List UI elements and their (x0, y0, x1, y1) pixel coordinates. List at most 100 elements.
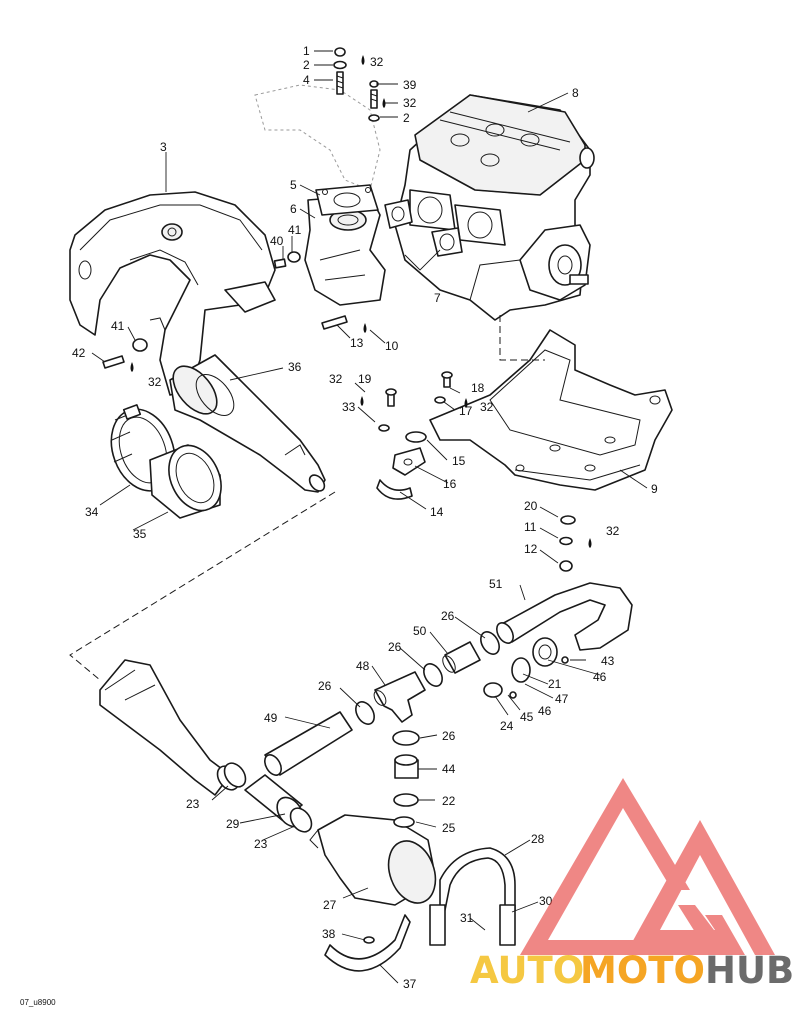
callout-8: 8 (572, 86, 579, 100)
callout-11: 11 (524, 520, 537, 534)
clamp-23b (289, 807, 313, 833)
callout-9: 9 (651, 482, 658, 496)
callout-41a: 41 (288, 223, 302, 237)
callout-40: 40 (270, 234, 284, 248)
connector-line-pipe-lower (69, 491, 336, 681)
drop-icon (464, 398, 468, 408)
callout-36: 36 (288, 360, 302, 374)
callout-42: 42 (72, 346, 86, 360)
callout-1: 1 (303, 44, 310, 58)
connector-line-engine-bracket (499, 315, 545, 361)
hardware-manifold (102, 251, 348, 369)
support-bracket (429, 329, 673, 491)
callout-26c: 26 (318, 679, 332, 693)
automotohub-watermark: AUTO MOTO HUB (470, 778, 794, 992)
callout-34: 34 (85, 505, 99, 519)
callout-32c: 32 (148, 375, 162, 389)
callout-46a: 46 (593, 670, 607, 684)
callout-31: 31 (460, 911, 474, 925)
callout-5: 5 (290, 178, 297, 192)
callout-14: 14 (430, 505, 444, 519)
watermark-logo-triangle (520, 778, 775, 955)
callout-38: 38 (322, 927, 336, 941)
callout-28: 28 (531, 832, 545, 846)
callout-20: 20 (524, 499, 538, 513)
callout-2a: 2 (303, 58, 310, 72)
exhaust-manifold (304, 184, 386, 306)
watermark-auto: AUTO (470, 949, 584, 992)
drawing-code: 07_u8900 (20, 998, 56, 1007)
muffler-27 (309, 814, 437, 906)
callout-37: 37 (403, 977, 417, 991)
callout-26a: 26 (441, 609, 455, 623)
callout-16: 16 (443, 477, 457, 491)
callout-12: 12 (524, 542, 538, 556)
clamp-23a (223, 762, 247, 788)
y-connector-48 (373, 671, 426, 723)
strap-37 (324, 914, 411, 972)
clamp-26d-and-hose-44 (392, 730, 420, 807)
callout-29: 29 (226, 817, 240, 831)
callout-47: 47 (555, 692, 569, 706)
callout-22: 22 (442, 794, 456, 808)
callout-30: 30 (539, 894, 553, 908)
callout-44: 44 (442, 762, 456, 776)
callout-49: 49 (264, 711, 278, 725)
lower-pipe-cone (99, 659, 240, 796)
callout-18: 18 (471, 381, 485, 395)
clamp-26a (480, 631, 500, 655)
callout-6: 6 (290, 202, 297, 216)
callout-15: 15 (452, 454, 466, 468)
exhaust-gasket-pair (384, 199, 463, 257)
callout-26d: 26 (442, 729, 456, 743)
callout-32a: 32 (370, 55, 384, 69)
engine-assembly (394, 94, 595, 321)
callout-4: 4 (303, 73, 310, 87)
drop-icon (361, 55, 365, 65)
watermark-moto: MOTO (580, 949, 705, 992)
callout-labels: 1 2 4 32 39 32 2 8 3 5 6 40 41 7 41 13 1… (72, 44, 658, 991)
watermark-hub: HUB (705, 949, 794, 992)
hose-49 (264, 711, 353, 776)
callout-46b: 46 (538, 704, 552, 718)
drop-icon (588, 538, 592, 548)
callout-10: 10 (385, 339, 399, 353)
clamp-26b (423, 663, 443, 687)
callout-32d: 32 (329, 372, 343, 386)
callout-35: 35 (133, 527, 147, 541)
callout-27: 27 (323, 898, 337, 912)
callout-33: 33 (342, 400, 356, 414)
callout-41b: 41 (111, 319, 125, 333)
callout-32f: 32 (606, 524, 620, 538)
callout-39: 39 (403, 78, 417, 92)
callout-13: 13 (350, 336, 364, 350)
hose-51 (496, 582, 633, 651)
callout-23b: 23 (254, 837, 268, 851)
drop-icon (130, 362, 134, 372)
clamp-26c (355, 701, 375, 725)
callout-45: 45 (520, 710, 534, 724)
callout-17: 17 (459, 404, 473, 418)
callout-19: 19 (358, 372, 372, 386)
drop-icon (363, 323, 367, 333)
callout-43: 43 (601, 654, 615, 668)
strap-28 (429, 847, 516, 946)
callout-25: 25 (442, 821, 456, 835)
callout-23a: 23 (186, 797, 200, 811)
tuned-pipe (69, 191, 276, 396)
callout-50: 50 (413, 624, 427, 638)
callout-26b: 26 (388, 640, 402, 654)
exhaust-pipe-36 (169, 354, 326, 493)
sealant-drop-icons (130, 55, 592, 548)
callout-24: 24 (500, 719, 514, 733)
callout-51: 51 (489, 577, 503, 591)
callout-3: 3 (160, 140, 167, 154)
callout-32e: 32 (480, 400, 494, 414)
leader-lines (91, 50, 648, 984)
callout-7: 7 (434, 291, 441, 305)
connector-line-manifold-gasket (404, 249, 441, 271)
callout-48: 48 (356, 659, 370, 673)
callout-32b: 32 (403, 96, 417, 110)
manifold-ghost-outline (254, 84, 381, 191)
